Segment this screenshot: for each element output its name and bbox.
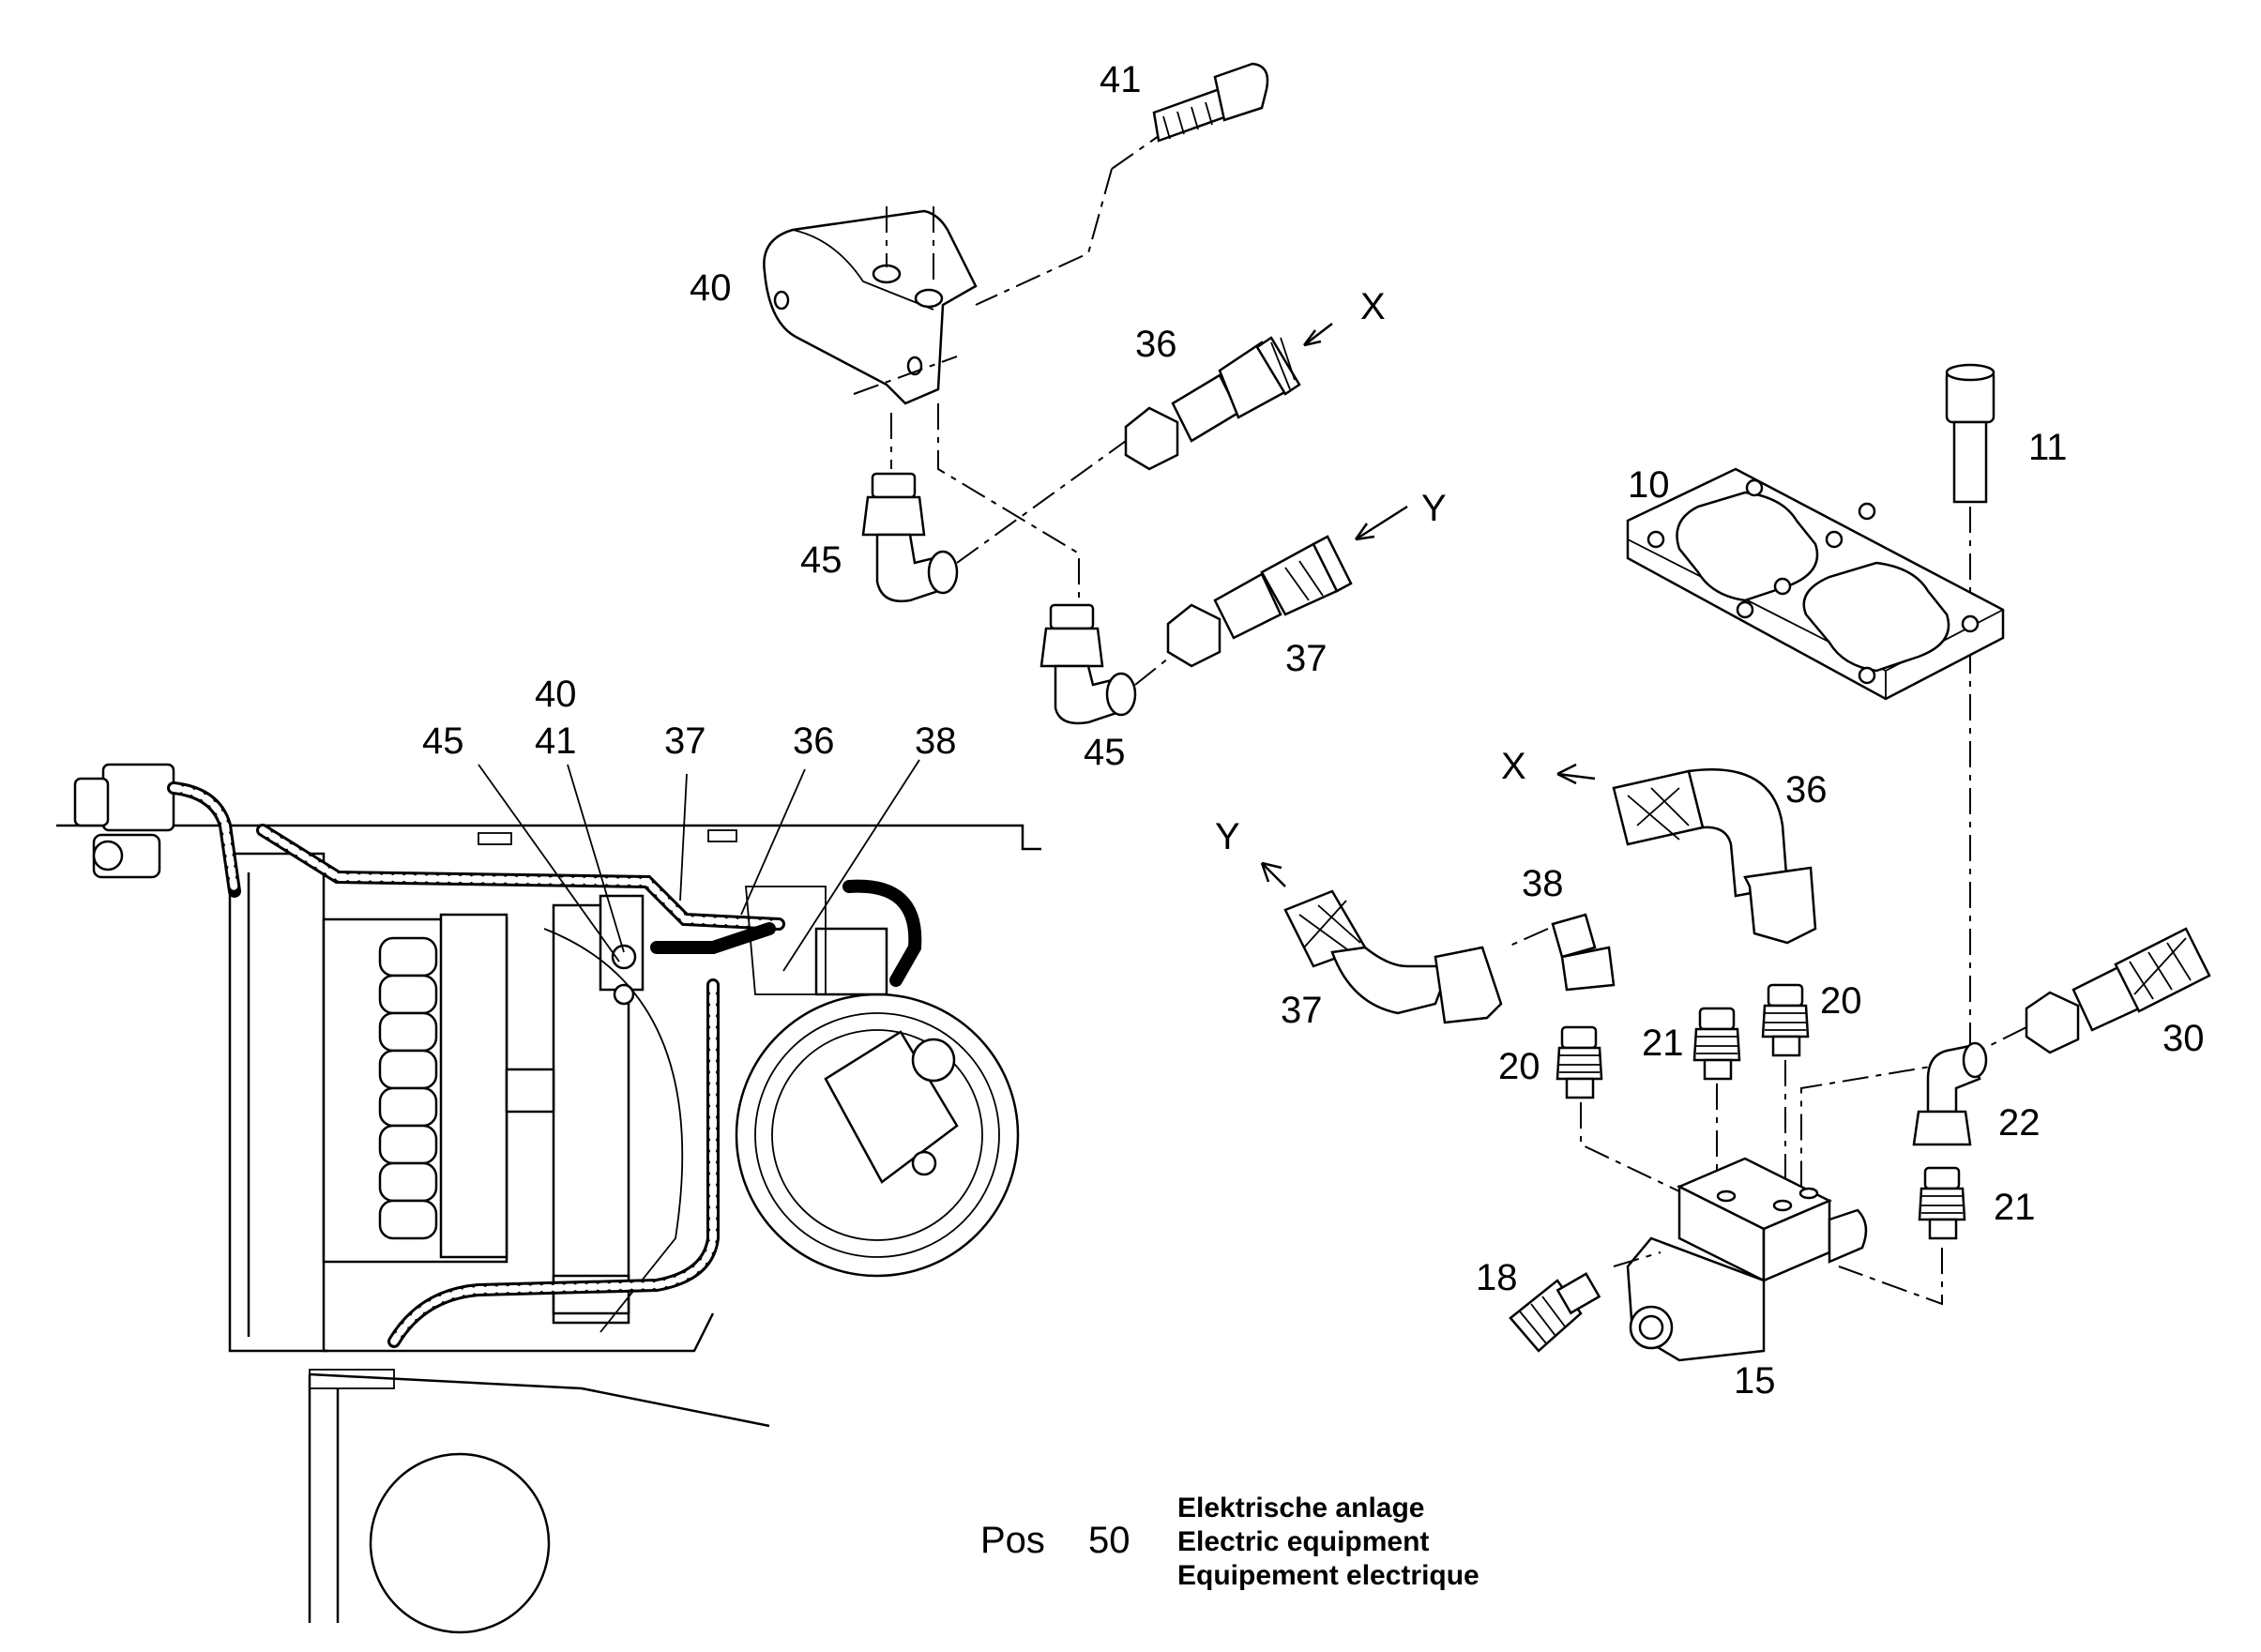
- caption-block: Pos 50 Elektrische anlage Electric equip…: [980, 1493, 1480, 1591]
- hose-end-36-top: [1124, 323, 1333, 471]
- label-part-36-top: 36: [1135, 324, 1177, 365]
- caption-pos-label: Pos: [980, 1520, 1045, 1561]
- caption-pos-number: 50: [1088, 1520, 1130, 1561]
- caption-line-de: Elektrische anlage: [1177, 1493, 1424, 1523]
- sensor-18: [1509, 1272, 1601, 1353]
- label-part-37-top: 37: [1285, 638, 1328, 679]
- elbow-22: [1912, 1041, 1988, 1146]
- elbow-45-lower: [1039, 603, 1183, 725]
- machine-assembly: [56, 763, 1041, 1634]
- fitting-21-left: [1692, 1007, 1741, 1191]
- label-part-21-a: 21: [1642, 1023, 1684, 1064]
- fitting-21-right: [1838, 1166, 1966, 1306]
- label-part-40-top: 40: [690, 267, 732, 309]
- label-y-top: Y: [1421, 488, 1447, 529]
- label-part-41-top: 41: [1100, 59, 1142, 100]
- label-machine-45: 45: [422, 720, 464, 762]
- fitting-20-left: [1555, 1025, 1680, 1192]
- bolt-41: [1111, 62, 1269, 170]
- label-part-10: 10: [1628, 464, 1670, 506]
- hose-end-30: [1979, 927, 2211, 1054]
- label-part-45-b: 45: [1084, 732, 1126, 773]
- label-part-21-b: 21: [1994, 1187, 2036, 1228]
- leader-lines: [478, 759, 920, 972]
- label-machine-37: 37: [664, 720, 706, 762]
- label-part-20-a: 20: [1498, 1046, 1540, 1087]
- label-part-18: 18: [1476, 1257, 1518, 1298]
- label-part-20-b: 20: [1820, 980, 1862, 1022]
- label-x-right: X: [1501, 746, 1526, 787]
- label-machine-41: 41: [535, 720, 577, 762]
- label-part-37-right: 37: [1281, 990, 1323, 1031]
- elbow-45-upper: [861, 440, 1127, 603]
- label-part-30: 30: [2162, 1018, 2205, 1059]
- hose-end-37-top: [1166, 505, 1408, 668]
- label-machine-40: 40: [535, 674, 577, 715]
- caption-line-fr: Equipement electrique: [1177, 1560, 1480, 1591]
- label-part-15: 15: [1734, 1360, 1776, 1402]
- label-machine-38: 38: [915, 720, 957, 762]
- label-machine-36: 36: [793, 720, 835, 762]
- bolt-11: [1800, 363, 1995, 1201]
- label-x-top: X: [1360, 286, 1386, 327]
- fitting-20-right: [1761, 983, 1810, 1182]
- gasket-10: [1626, 467, 2005, 701]
- label-part-45-a: 45: [800, 539, 842, 581]
- bracket-40: [763, 168, 1113, 600]
- label-part-11: 11: [2028, 427, 2068, 468]
- label-part-36-right: 36: [1785, 769, 1828, 811]
- hose-36-right: [1556, 763, 1817, 945]
- label-y-right: Y: [1215, 816, 1240, 857]
- caption-line-en: Electric equipment: [1177, 1526, 1429, 1557]
- fitting-38: [1505, 913, 1616, 992]
- label-part-22: 22: [1998, 1102, 2041, 1144]
- label-part-38-right: 38: [1522, 863, 1564, 904]
- control-bank-spools: [378, 936, 438, 1240]
- valve-block-15: [1613, 1157, 1868, 1362]
- hose-37-right: [1260, 861, 1503, 1024]
